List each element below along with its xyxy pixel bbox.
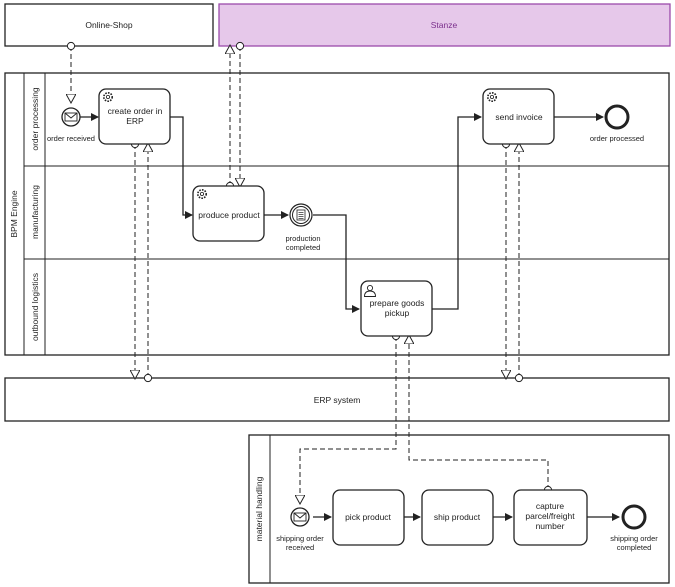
flow-prepare-to-send-invoice bbox=[432, 113, 482, 310]
task-create-order-in-erp[interactable]: create order in ERP bbox=[98, 88, 171, 145]
event-order-processed-label: order processed bbox=[590, 134, 644, 143]
event-shipping-order-received-label-1: shipping order bbox=[276, 534, 324, 543]
pool-erp-system[interactable]: ERP system bbox=[4, 377, 670, 422]
pool-stanze-label: Stanze bbox=[431, 20, 458, 30]
lane-outbound-logistics-label: outbound logistics bbox=[30, 273, 40, 341]
event-shipping-order-completed-label-2: completed bbox=[617, 543, 652, 552]
lane-order-processing-label: order processing bbox=[30, 87, 40, 151]
task-capture-label-3: number bbox=[536, 521, 565, 531]
event-production-completed-label-2: completed bbox=[286, 243, 321, 252]
task-produce-product[interactable]: produce product bbox=[192, 185, 265, 242]
task-create-order-label-2: ERP bbox=[126, 116, 144, 126]
event-shipping-order-completed-label-1: shipping order bbox=[610, 534, 658, 543]
event-production-completed[interactable]: production completed bbox=[285, 203, 321, 252]
task-prepare-goods-label-1: prepare goods bbox=[370, 298, 425, 308]
sequence-flows bbox=[80, 113, 620, 521]
gear-icon bbox=[487, 92, 497, 102]
pool-bpm-engine-label: BPM Engine bbox=[9, 190, 19, 238]
lane-manufacturing-label: manufacturing bbox=[30, 185, 40, 239]
flow-production-completed-to-prepare bbox=[313, 214, 360, 313]
event-shipping-order-received-label-2: received bbox=[286, 543, 314, 552]
event-order-received-label: order received bbox=[47, 134, 95, 143]
task-ship-product[interactable]: ship product bbox=[421, 489, 494, 546]
task-capture-label-2: parcel/freight bbox=[525, 511, 575, 521]
task-capture-label-1: capture bbox=[536, 501, 565, 511]
task-send-invoice[interactable]: send invoice bbox=[482, 88, 555, 145]
task-create-order-label-1: create order in bbox=[108, 106, 163, 116]
event-shipping-order-completed[interactable]: shipping order completed bbox=[610, 504, 658, 552]
event-order-processed[interactable]: order processed bbox=[590, 104, 644, 143]
document-icon bbox=[296, 209, 306, 221]
msg-capture-to-prepare bbox=[409, 336, 548, 490]
envelope-icon bbox=[293, 512, 307, 522]
envelope-icon bbox=[64, 112, 78, 122]
pool-erp-system-label: ERP system bbox=[314, 395, 361, 405]
pool-stanze[interactable]: Stanze bbox=[218, 3, 671, 47]
task-pick-product[interactable]: pick product bbox=[332, 489, 405, 546]
task-ship-product-label: ship product bbox=[434, 512, 481, 522]
flow-create-order-to-produce bbox=[170, 116, 193, 219]
task-pick-product-label: pick product bbox=[345, 512, 391, 522]
task-send-invoice-label: send invoice bbox=[495, 112, 543, 122]
msg-prepare-to-shipping-received bbox=[300, 336, 396, 503]
task-produce-product-label: produce product bbox=[198, 210, 260, 220]
gear-icon bbox=[103, 92, 113, 102]
task-prepare-goods-pickup[interactable]: prepare goods pickup bbox=[360, 280, 433, 337]
user-icon bbox=[364, 284, 376, 297]
message-flows bbox=[71, 46, 548, 503]
pool-online-shop-label: Online-Shop bbox=[85, 20, 133, 30]
task-prepare-goods-label-2: pickup bbox=[385, 308, 410, 318]
event-production-completed-label-1: production bbox=[285, 234, 320, 243]
event-order-received[interactable]: order received bbox=[47, 107, 95, 143]
pool-online-shop[interactable]: Online-Shop bbox=[4, 3, 214, 47]
event-shipping-order-received[interactable]: shipping order received bbox=[276, 507, 324, 552]
task-capture-parcel-freight-number[interactable]: capture parcel/freight number bbox=[513, 489, 588, 546]
lane-material-handling-label: material handling bbox=[254, 476, 264, 541]
gear-icon bbox=[197, 189, 207, 199]
